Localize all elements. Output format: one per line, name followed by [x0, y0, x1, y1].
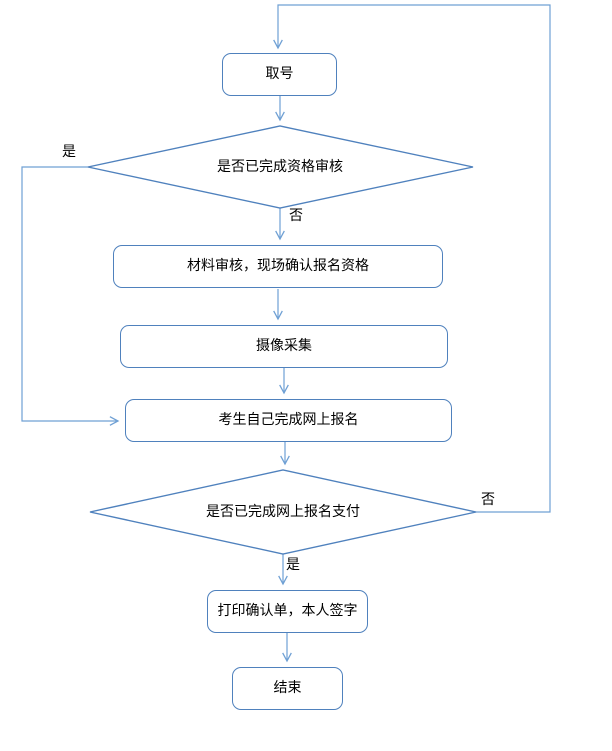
node-photo-capture: 摄像采集 — [120, 325, 448, 368]
edge-label-qualification-no: 否 — [289, 208, 303, 224]
node-print-confirmation: 打印确认单，本人签字 — [207, 590, 368, 633]
node-online-registration: 考生自己完成网上报名 — [125, 399, 452, 442]
node-end: 结束 — [232, 667, 343, 710]
node-material-review: 材料审核，现场确认报名资格 — [113, 245, 443, 288]
edge-qualification-yes — [21, 166, 120, 426]
edge-label-payment-yes: 是 — [286, 557, 300, 573]
edge-label-payment-no: 否 — [481, 492, 495, 508]
edge-label-qualification-yes: 是 — [62, 144, 76, 160]
node-take-number: 取号 — [222, 53, 337, 96]
decision-payment-shape — [89, 469, 477, 555]
decision-qualification-shape — [87, 125, 474, 209]
edge-payment-no-loop — [273, 4, 551, 513]
